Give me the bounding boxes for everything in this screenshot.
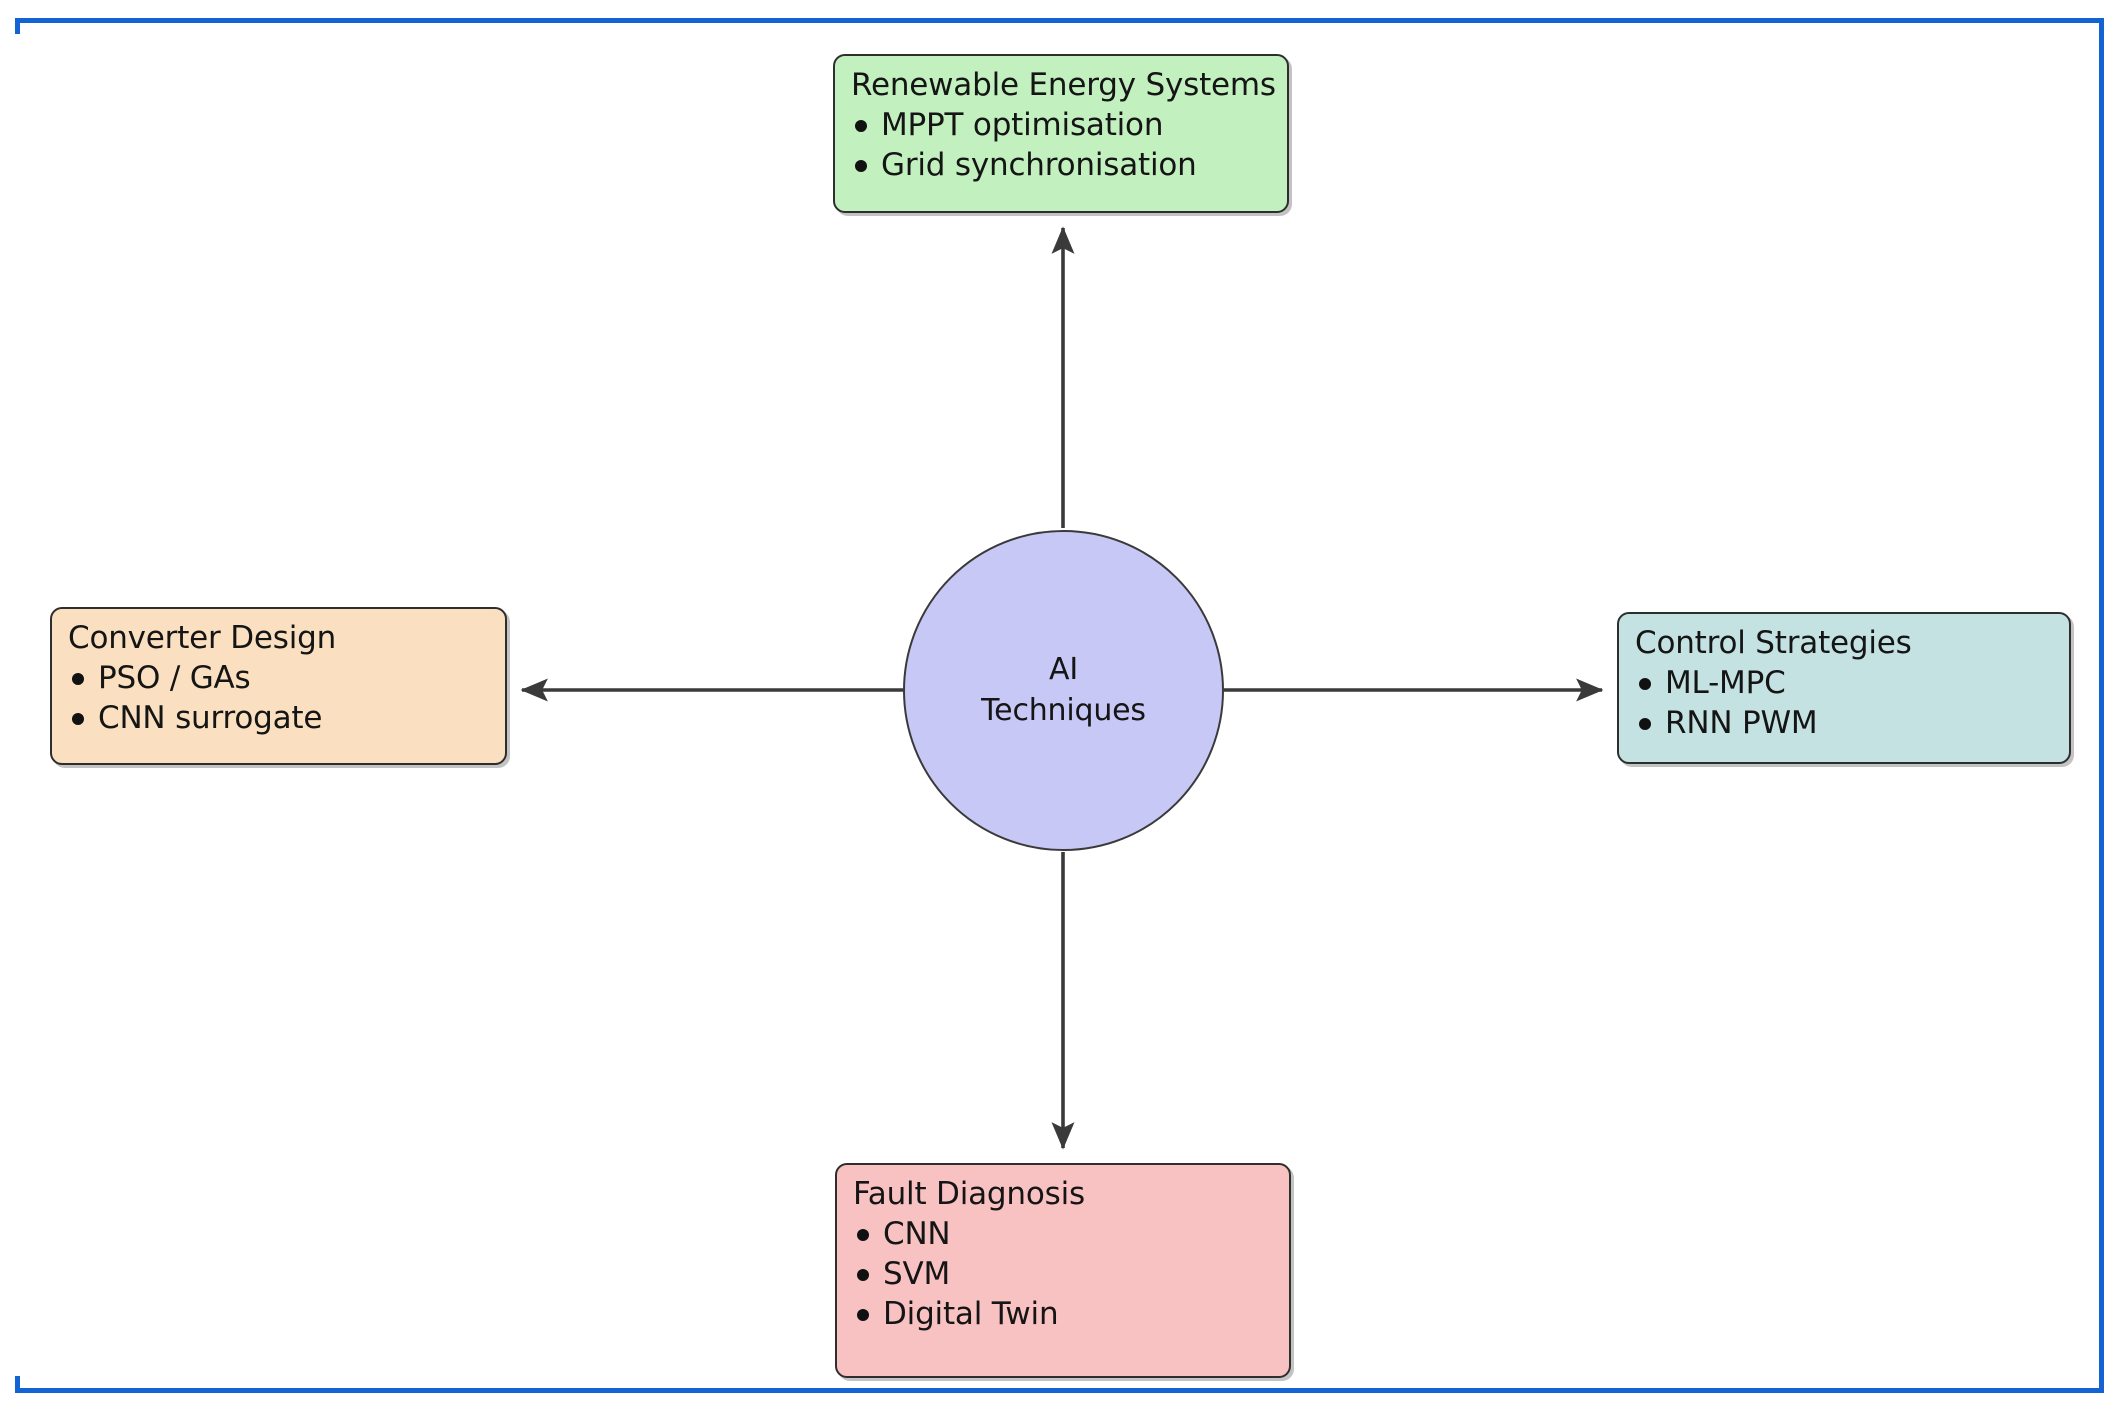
list-item-label: MPPT optimisation (881, 106, 1164, 143)
list-item-label: SVM (883, 1255, 951, 1292)
node-list-control-strategies: ML-MPC RNN PWM (1635, 664, 2053, 744)
bullet-icon (1639, 677, 1651, 690)
bullet-icon (857, 1308, 869, 1321)
list-item: Digital Twin (853, 1295, 1273, 1335)
frame-corner-stub-bottom-left (15, 1376, 20, 1393)
node-renewable-energy-systems[interactable]: Renewable Energy Systems MPPT optimisati… (833, 54, 1289, 213)
hub-label-line2: Techniques (981, 692, 1146, 728)
bullet-icon (72, 712, 84, 725)
list-item-label: CNN surrogate (98, 699, 323, 736)
list-item-label: Digital Twin (883, 1295, 1059, 1332)
bullet-icon (857, 1228, 869, 1241)
bullet-icon (855, 119, 867, 132)
hub-label-line1: AI (1049, 652, 1078, 687)
node-title-renewable-energy-systems: Renewable Energy Systems (851, 67, 1276, 103)
list-item: CNN (853, 1215, 1273, 1255)
node-list-converter-design: PSO / GAs CNN surrogate (68, 659, 489, 739)
list-item-label: PSO / GAs (98, 659, 251, 696)
list-item-label: Grid synchronisation (881, 146, 1197, 183)
node-title-converter-design: Converter Design (68, 620, 337, 656)
bullet-icon (855, 159, 867, 172)
node-title-fault-diagnosis: Fault Diagnosis (853, 1176, 1085, 1212)
list-item-label: CNN (883, 1215, 951, 1252)
hub-node-ai-techniques[interactable]: AI Techniques (903, 530, 1224, 851)
node-list-renewable-energy-systems: MPPT optimisation Grid synchronisation (851, 106, 1271, 186)
frame-corner-stub-top-left (15, 18, 20, 34)
node-list-fault-diagnosis: CNN SVM Digital Twin (853, 1215, 1273, 1335)
list-item-label: RNN PWM (1665, 704, 1818, 741)
bullet-icon (1639, 717, 1651, 730)
hub-label: AI Techniques (981, 650, 1146, 731)
node-converter-design[interactable]: Converter Design PSO / GAs CNN surrogate (50, 607, 507, 765)
list-item: Grid synchronisation (851, 146, 1271, 186)
bullet-icon (857, 1268, 869, 1281)
node-fault-diagnosis[interactable]: Fault Diagnosis CNN SVM Digital Twin (835, 1163, 1291, 1378)
list-item: PSO / GAs (68, 659, 489, 699)
bullet-icon (72, 672, 84, 685)
node-title-control-strategies: Control Strategies (1635, 625, 1912, 661)
list-item: RNN PWM (1635, 704, 2053, 744)
node-control-strategies[interactable]: Control Strategies ML-MPC RNN PWM (1617, 612, 2071, 764)
list-item: SVM (853, 1255, 1273, 1295)
list-item: ML-MPC (1635, 664, 2053, 704)
list-item: CNN surrogate (68, 699, 489, 739)
list-item-label: ML-MPC (1665, 664, 1786, 701)
list-item: MPPT optimisation (851, 106, 1271, 146)
